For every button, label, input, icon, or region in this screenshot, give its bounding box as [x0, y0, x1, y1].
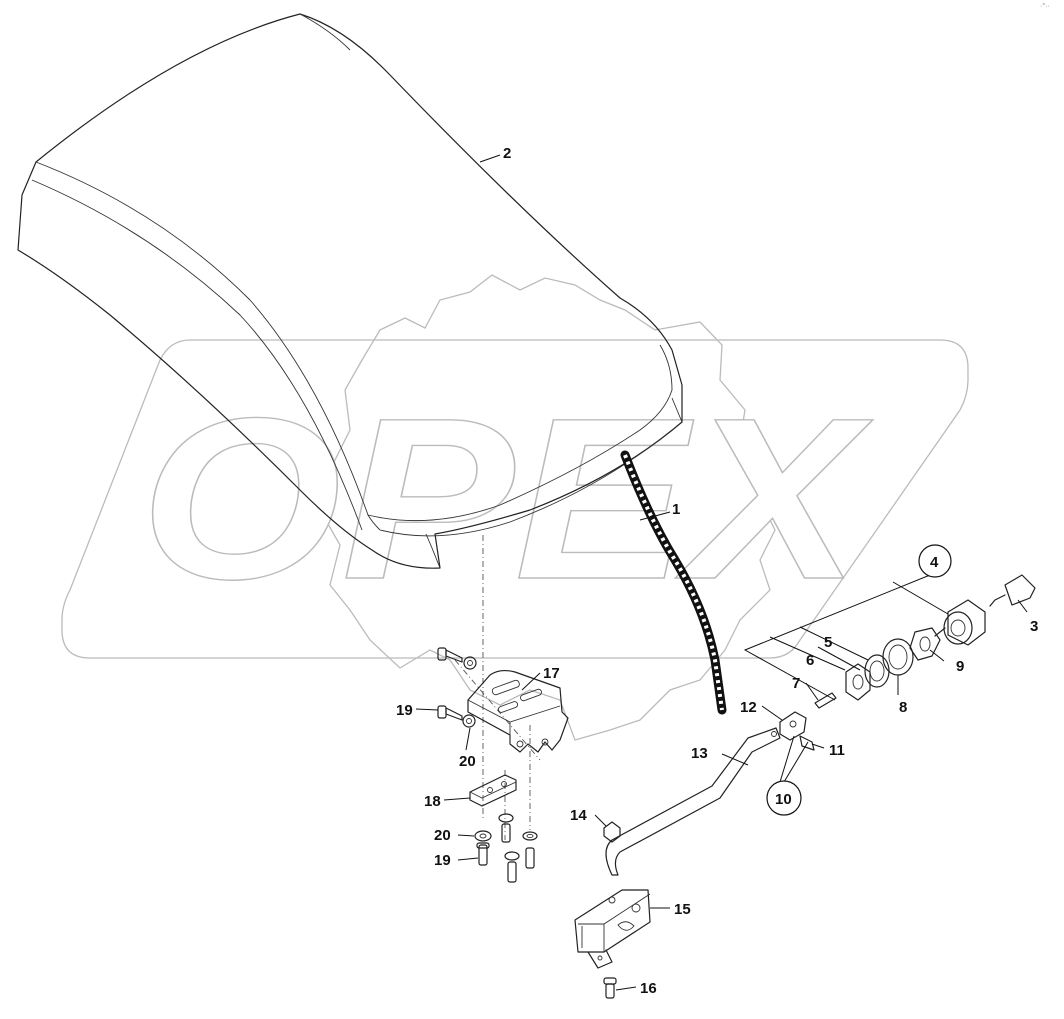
callout-10: 10 [775, 791, 792, 808]
callout-17: 17 [543, 665, 560, 682]
lower-washer-mid [498, 813, 520, 883]
callout-20-lower: 20 [434, 827, 451, 844]
callout-14: 14 [570, 807, 587, 824]
hinge-bracket [467, 669, 569, 753]
watermark-gear-outline [319, 274, 776, 741]
pin-7 [814, 692, 837, 709]
watermark: OPEX [61, 274, 969, 741]
watermark-text: OPEX [140, 370, 873, 627]
callout-6: 6 [806, 652, 814, 669]
nut-14 [603, 821, 621, 843]
seat-cushion [17, 13, 683, 569]
lock-nut-6 [845, 663, 871, 701]
callout-13: 13 [691, 745, 708, 762]
callout-11: 11 [829, 742, 845, 759]
bolt-16 [603, 977, 617, 999]
lower-bolt-left [476, 842, 490, 866]
lock-ring-8 [882, 638, 914, 676]
lever-arm [605, 727, 781, 876]
callout-19-upper: 19 [396, 702, 413, 719]
callout-labels: 1 2 3 4 5 6 7 8 9 10 11 12 13 14 15 16 1… [396, 145, 1038, 997]
callout-9: 9 [956, 658, 964, 675]
alignment-line-bolt [454, 659, 541, 761]
callout-5: 5 [824, 634, 832, 651]
lock-ring-5 [864, 654, 890, 688]
upper-bolt-bottom [437, 705, 476, 728]
callout-3: 3 [1030, 618, 1038, 635]
latch [574, 889, 651, 969]
lock-cylinder [934, 599, 986, 646]
callout-12: 12 [740, 699, 757, 716]
lever-pivot [779, 711, 815, 751]
mounting-plate [469, 774, 517, 807]
callout-15: 15 [674, 901, 691, 918]
upper-bolt-top [437, 647, 477, 670]
callout-7: 7 [792, 675, 800, 692]
leader-lines [415, 154, 1028, 991]
callout-8: 8 [899, 699, 907, 716]
cable [620, 450, 727, 715]
lock-washer-9 [909, 627, 941, 661]
callout-19-lower: 19 [434, 852, 451, 869]
callout-10-circle [766, 780, 802, 816]
callout-1: 1 [672, 501, 680, 518]
corner-mark: ·°·· [1040, 2, 1050, 10]
callout-20-upper: 20 [459, 753, 476, 770]
lower-washer-left [474, 830, 492, 842]
lower-washer-right [522, 831, 538, 869]
callout-4-circle [918, 544, 952, 578]
callout-2: 2 [503, 145, 511, 162]
watermark-frame [61, 339, 969, 659]
seat-cushion-outline [17, 13, 683, 569]
callout-4: 4 [930, 554, 939, 571]
callout-16: 16 [640, 980, 657, 997]
key [989, 574, 1036, 607]
callout-18: 18 [424, 793, 441, 810]
